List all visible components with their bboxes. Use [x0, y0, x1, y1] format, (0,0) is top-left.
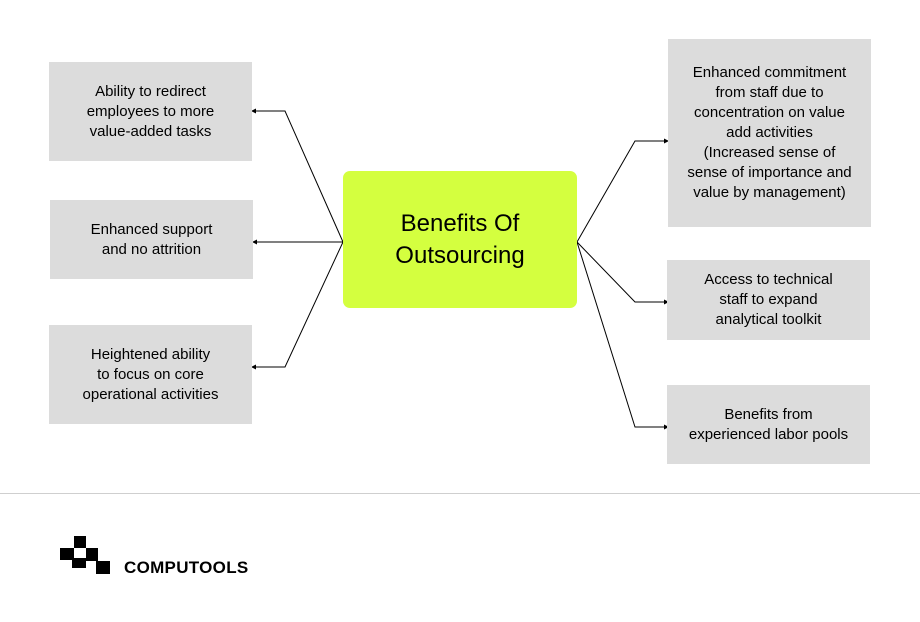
right-box-3-label: Benefits from experienced labor pools — [688, 405, 849, 443]
footer-divider — [0, 493, 920, 494]
left-box-3-label: Heightened ability to focus on core oper… — [82, 345, 219, 403]
mind-map-diagram: Ability to redirect employees to more va… — [49, 39, 871, 464]
brand-name: COMPUTOOLS — [124, 558, 249, 577]
connector-right-3 — [576, 241, 668, 428]
connector-left-1 — [252, 110, 344, 243]
arrowhead-right-1 — [664, 138, 669, 144]
right-box-1-label: Enhanced commitment from staff due to co… — [687, 64, 852, 201]
left-box-2-label: Enhanced support and no attrition — [90, 220, 213, 258]
arrowhead-left-1 — [251, 108, 256, 114]
arrowhead-right-2 — [664, 299, 669, 305]
center-topic-box: Benefits Of Outsourcing — [343, 171, 577, 308]
left-box-1: Ability to redirect employees to more va… — [49, 62, 252, 161]
connector-left-3 — [252, 241, 344, 368]
connector-right-1 — [576, 140, 668, 243]
computools-logo-icon — [60, 536, 110, 574]
right-box-2-label: Access to technical staff to expand anal… — [704, 271, 833, 328]
right-box-1: Enhanced commitment from staff due to co… — [668, 39, 871, 227]
connector-lines — [251, 108, 669, 430]
arrowhead-right-3 — [664, 424, 669, 430]
arrowhead-left-3 — [251, 364, 256, 370]
connector-right-2 — [576, 241, 668, 303]
left-box-1-label: Ability to redirect employees to more va… — [86, 82, 215, 140]
left-box-2: Enhanced support and no attrition — [50, 200, 253, 279]
arrowhead-left-2 — [252, 239, 257, 245]
right-box-2: Access to technical staff to expand anal… — [667, 260, 870, 340]
center-topic-label: Benefits Of Outsourcing — [395, 209, 525, 269]
left-box-3: Heightened ability to focus on core oper… — [49, 325, 252, 424]
right-box-3: Benefits from experienced labor pools — [667, 385, 870, 464]
